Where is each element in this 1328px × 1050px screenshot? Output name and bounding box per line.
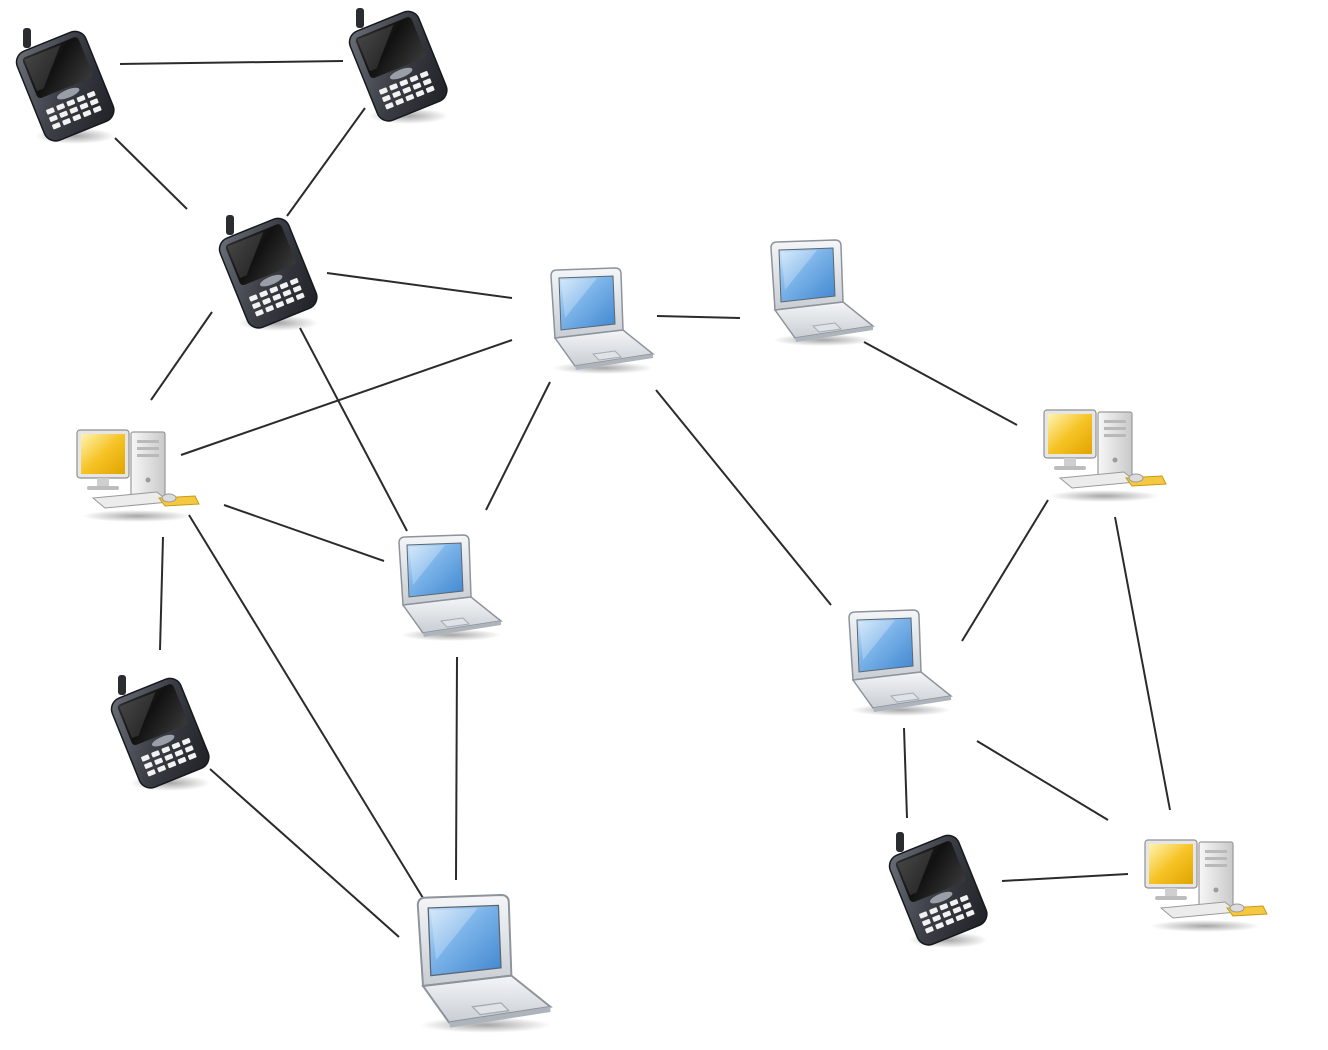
connection-laptop-1-laptop-3 xyxy=(485,381,551,511)
connection-laptop-2-desktop-2 xyxy=(863,341,1018,426)
smartphone-icon xyxy=(107,674,214,793)
connection-desktop-2-desktop-3 xyxy=(1114,516,1171,811)
connection-laptop-1-laptop-2 xyxy=(656,315,741,319)
connection-laptop-1-laptop-5 xyxy=(655,389,832,606)
laptop-icon xyxy=(398,534,502,642)
edges-layer xyxy=(114,60,1171,938)
connection-desktop-1-laptop-3 xyxy=(223,504,385,562)
smartphone-icon xyxy=(345,7,452,126)
smartphone-icon xyxy=(215,214,322,333)
connection-phone-1-phone-3 xyxy=(114,137,188,210)
connection-laptop-3-laptop-4 xyxy=(455,656,458,881)
connection-laptop-5-desktop-3 xyxy=(976,740,1109,821)
connection-phone-3-laptop-1 xyxy=(326,272,513,299)
connection-laptop-5-phone-5 xyxy=(903,727,908,819)
desktop-computer-icon xyxy=(76,429,200,523)
desktop-computer-icon xyxy=(1043,409,1167,503)
connection-phone-3-desktop-1 xyxy=(150,311,213,401)
connection-desktop-1-laptop-4 xyxy=(188,514,424,899)
laptop-icon xyxy=(416,894,552,1034)
connection-laptop-1-desktop-1 xyxy=(180,339,513,456)
smartphone-icon xyxy=(885,831,992,950)
connection-phone-4-laptop-4 xyxy=(209,768,400,938)
smartphone-icon xyxy=(12,27,119,146)
connection-phone-5-desktop-3 xyxy=(1001,873,1129,882)
laptop-icon xyxy=(550,267,654,375)
nodes-layer xyxy=(12,7,1268,1034)
connection-phone-1-phone-2 xyxy=(119,60,344,65)
laptop-icon xyxy=(770,239,874,347)
laptop-icon xyxy=(848,609,952,717)
connection-phone-2-phone-3 xyxy=(286,107,366,217)
connection-desktop-2-laptop-5 xyxy=(961,499,1049,642)
connection-phone-3-laptop-3 xyxy=(299,327,408,532)
desktop-computer-icon xyxy=(1144,839,1268,933)
connection-desktop-1-phone-4 xyxy=(159,536,164,651)
